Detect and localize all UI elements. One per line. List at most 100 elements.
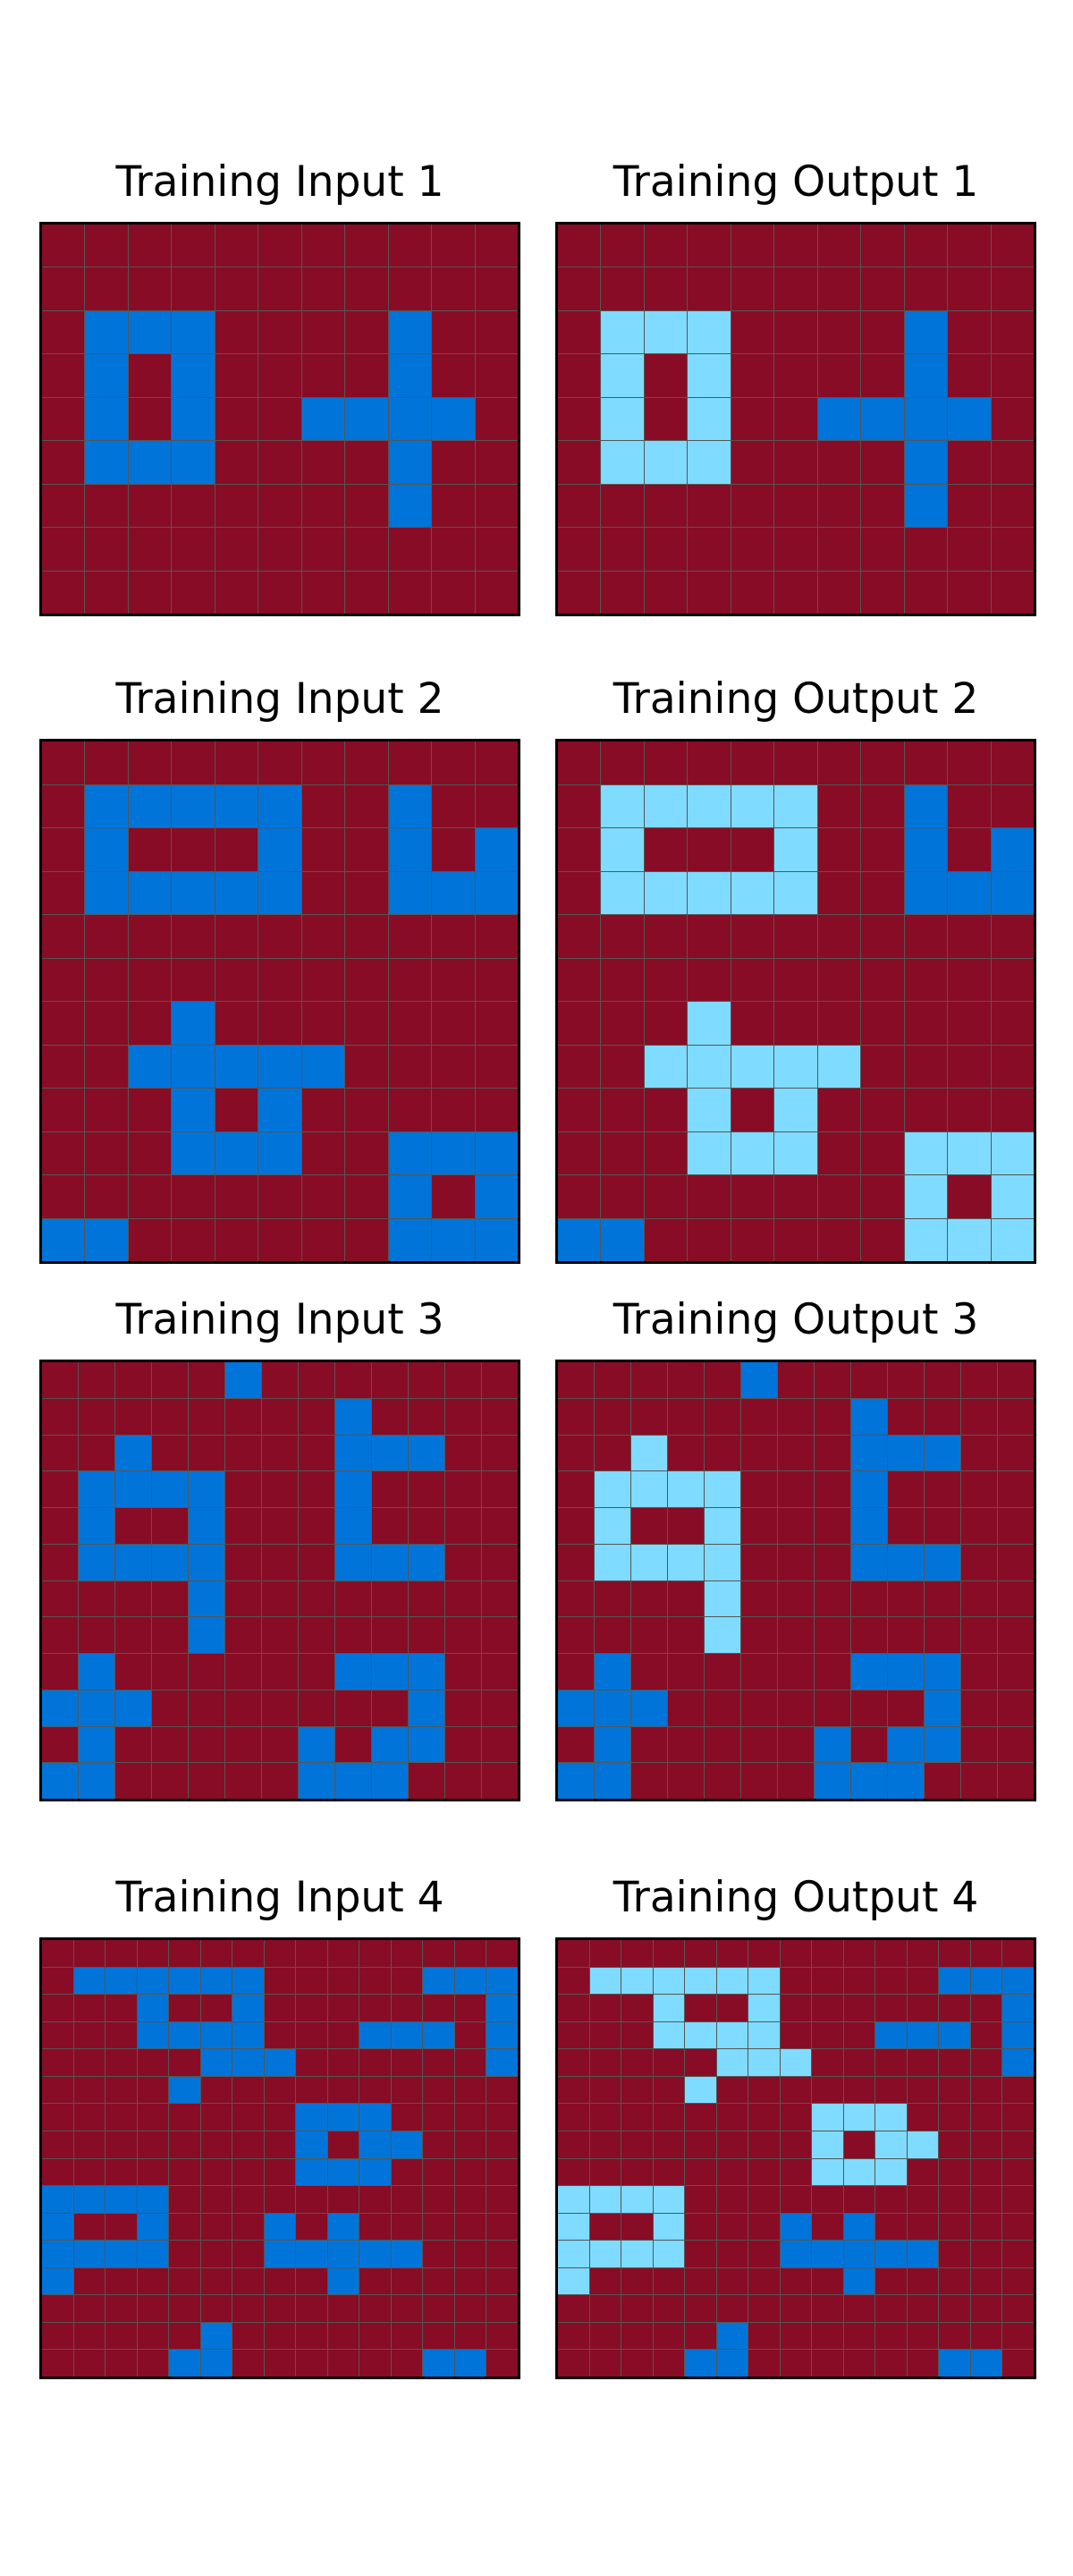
grid-cell bbox=[301, 528, 345, 571]
grid-cell bbox=[778, 1580, 814, 1617]
grid-cell bbox=[621, 2158, 653, 2186]
grid-cell bbox=[128, 225, 172, 267]
grid-cell bbox=[42, 784, 85, 827]
grid-cell bbox=[558, 2241, 589, 2267]
grid-cell bbox=[716, 2131, 748, 2158]
grid-cell bbox=[688, 871, 731, 914]
grid-cell bbox=[258, 267, 301, 310]
grid-cell bbox=[688, 441, 731, 484]
grid-cell bbox=[454, 2076, 486, 2104]
grid-cell bbox=[106, 2158, 137, 2186]
grid-cell bbox=[391, 2104, 423, 2131]
grid-cell bbox=[991, 571, 1034, 614]
grid-cell bbox=[106, 2267, 137, 2295]
grid-cell bbox=[970, 2021, 1002, 2049]
grid-cell bbox=[907, 2131, 939, 2158]
grid-cell bbox=[73, 2213, 106, 2241]
grid-cell bbox=[42, 2076, 73, 2104]
grid-cell bbox=[817, 1175, 861, 1218]
grid-cell bbox=[42, 1218, 85, 1261]
grid-cell bbox=[299, 1508, 334, 1544]
grid-cell bbox=[172, 267, 215, 310]
grid-cell bbox=[631, 1435, 667, 1471]
grid-cell bbox=[731, 1175, 774, 1218]
grid-cell bbox=[258, 484, 301, 528]
grid-cell bbox=[907, 2322, 939, 2350]
grid-cell bbox=[939, 2158, 970, 2186]
grid-cell bbox=[780, 2158, 812, 2186]
grid-cell bbox=[169, 2241, 200, 2267]
grid-cell bbox=[115, 1580, 151, 1617]
grid-cell bbox=[774, 354, 817, 397]
grid-cell bbox=[558, 225, 601, 267]
grid-cell bbox=[486, 1995, 518, 2021]
grid-cell bbox=[961, 1362, 997, 1398]
grid-cell bbox=[301, 1131, 345, 1174]
grid-cell bbox=[925, 1544, 960, 1580]
grid-cell bbox=[359, 1940, 391, 1967]
grid-cell bbox=[42, 1654, 78, 1690]
grid-cell bbox=[327, 2186, 359, 2213]
grid-cell bbox=[774, 828, 817, 871]
grid-cell bbox=[225, 1544, 261, 1580]
grid-cell bbox=[904, 571, 948, 614]
grid-cell bbox=[388, 225, 432, 267]
grid-cell bbox=[225, 1726, 261, 1763]
grid-cell bbox=[843, 2131, 875, 2158]
grid-cell bbox=[327, 2322, 359, 2350]
grid-cell bbox=[668, 1471, 704, 1507]
grid-cell bbox=[432, 741, 475, 784]
grid-cell bbox=[475, 267, 518, 310]
grid-cell bbox=[42, 2213, 73, 2241]
grid-cell bbox=[432, 1089, 475, 1131]
grid-cell bbox=[359, 2104, 391, 2131]
grid-cell bbox=[948, 310, 991, 354]
grid-cell bbox=[454, 2295, 486, 2322]
grid-cell bbox=[558, 1045, 601, 1088]
grid-cell bbox=[653, 1940, 685, 1967]
grid-cell bbox=[705, 1580, 740, 1617]
grid-cell bbox=[85, 267, 128, 310]
grid-cell bbox=[42, 1175, 85, 1218]
grid-cell bbox=[225, 1435, 261, 1471]
grid-cell bbox=[780, 2186, 812, 2213]
grid-cell bbox=[558, 310, 601, 354]
grid-cell bbox=[705, 1471, 740, 1507]
grid-cell bbox=[200, 1967, 232, 1995]
grid-cell bbox=[817, 1218, 861, 1261]
grid-cell bbox=[258, 1045, 301, 1088]
grid-cell bbox=[851, 1726, 887, 1763]
grid-cell bbox=[991, 1002, 1034, 1045]
grid-cell bbox=[128, 397, 172, 441]
grid-cell bbox=[391, 2049, 423, 2076]
grid-cell bbox=[685, 2158, 716, 2186]
grid-cell bbox=[475, 310, 518, 354]
grid-cell bbox=[486, 2158, 518, 2186]
grid-cell bbox=[778, 1471, 814, 1507]
grid-cell bbox=[169, 2322, 200, 2350]
grid-cell bbox=[152, 1580, 188, 1617]
grid-cell bbox=[85, 915, 128, 958]
grid-cell bbox=[486, 2213, 518, 2241]
grid-cell bbox=[432, 958, 475, 1001]
grid-cell bbox=[558, 828, 601, 871]
grid-cell bbox=[454, 2267, 486, 2295]
grid-cell bbox=[258, 1175, 301, 1218]
grid-cell bbox=[432, 915, 475, 958]
grid-cell bbox=[991, 484, 1034, 528]
grid-cell bbox=[685, 2021, 716, 2049]
grid-cell bbox=[815, 1544, 850, 1580]
grid-cell bbox=[335, 1508, 371, 1544]
grid-cell bbox=[589, 2076, 621, 2104]
grid-cell bbox=[42, 2021, 73, 2049]
grid-cell bbox=[888, 1398, 924, 1435]
grid-cell bbox=[327, 2267, 359, 2295]
grid-cell bbox=[301, 397, 345, 441]
grid-cell bbox=[42, 397, 85, 441]
grid-cell bbox=[301, 828, 345, 871]
grid-cell bbox=[152, 1508, 188, 1544]
grid-cell bbox=[716, 2049, 748, 2076]
grid-cell bbox=[948, 1175, 991, 1218]
grid-cell bbox=[621, 1940, 653, 1967]
grid-cell bbox=[445, 1435, 481, 1471]
